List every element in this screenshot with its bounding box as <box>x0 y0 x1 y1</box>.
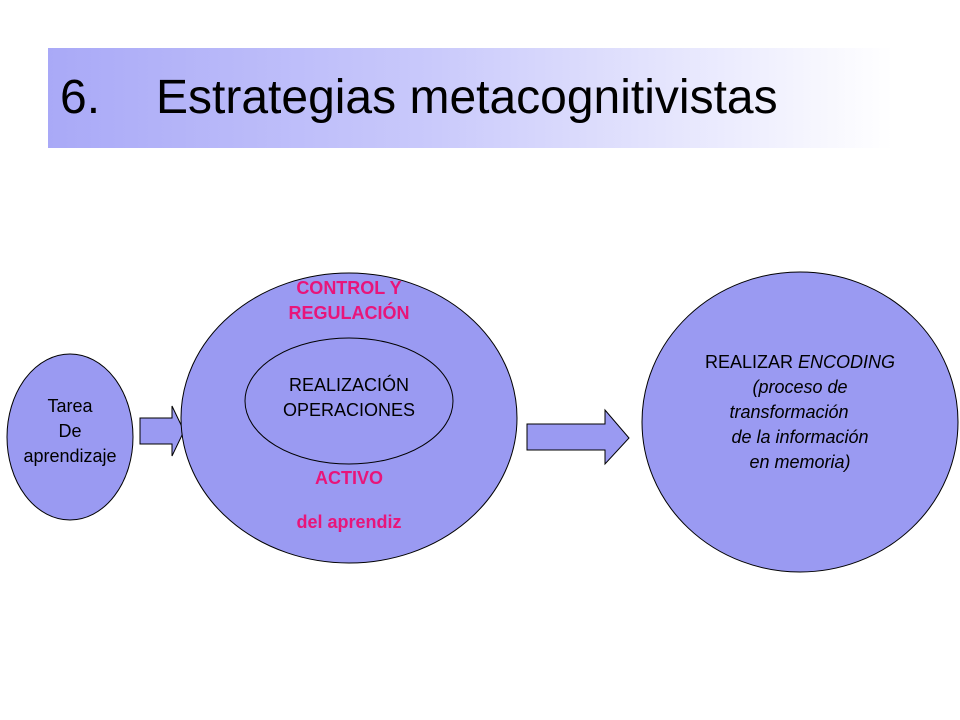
task-ellipse <box>6 353 134 521</box>
task-line: De <box>58 421 82 441</box>
page-title: Estrategias metacognitivistas <box>156 71 778 124</box>
encoding-line-plain: REALIZAR <box>704 352 798 372</box>
title-number: 6. <box>60 71 101 124</box>
control-line: CONTROL Y <box>296 278 402 298</box>
arrow-1 <box>139 405 185 457</box>
title-band <box>48 48 893 148</box>
operations-ellipse <box>244 337 454 465</box>
control-label: CONTROL Y REGULACIÓN <box>239 276 459 326</box>
encoding-line: en memoria) <box>749 452 851 472</box>
encoding-line: de la información <box>731 427 869 447</box>
control-line: REGULACIÓN <box>288 303 410 323</box>
activo-label: ACTIVO <box>314 468 383 488</box>
encoding-line-italic: ENCODING <box>798 352 896 372</box>
task-line: aprendizaje <box>23 446 117 466</box>
operations-line: OPERACIONES <box>282 400 416 420</box>
arrow-2 <box>526 408 630 466</box>
operations-line: REALIZACIÓN <box>288 375 410 395</box>
operations-label: REALIZACIÓN OPERACIONES <box>249 373 449 423</box>
encoding-line-1: REALIZAR ENCODING <box>660 350 940 375</box>
encoding-line: transformación <box>729 402 849 422</box>
task-label: Tarea De aprendizaje <box>0 394 140 469</box>
task-line: Tarea <box>47 396 93 416</box>
encoding-line: (proceso de <box>752 377 848 397</box>
aprendiz-label: del aprendiz <box>296 512 402 532</box>
encoding-label: REALIZAR ENCODING (proceso de transforma… <box>660 350 940 475</box>
encoding-circle <box>641 271 959 573</box>
